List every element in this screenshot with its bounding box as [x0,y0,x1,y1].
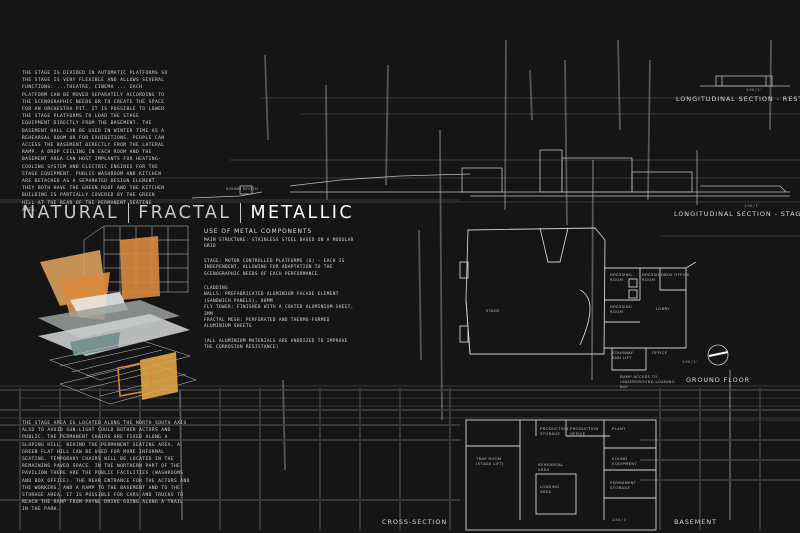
longitudinal-section-stage-title: LONGITUDINAL SECTION - STAGE [674,210,800,218]
room-label-lobby: LOBBY [656,306,670,311]
north-arrow-icon [707,344,729,366]
longitudinal-section-restrooms-title: LONGITUDINAL SECTION - RESTROOMS [676,95,800,103]
ramp-access-label: RAMP ACCESS TO UNDERGROUND LOADING BAY [620,374,675,389]
spec-stage: STAGE: MOTOR CONTROLLED PLATFORMS (6) - … [204,258,345,277]
room-label-dressing-room: DRESSING ROOM [610,272,633,282]
brush-verticals [179,39,772,521]
section-stage-drawing [289,149,790,197]
scale-label: 1:50 / 1' [612,518,627,522]
spec-cladding-heading: CLADDING [204,286,228,292]
room-label-plant: PLANT [612,426,626,431]
title-separator [128,203,130,223]
room-label-permanent-storage: PERMANENT STORAGE [610,480,637,490]
spec-walls: WALLS: PREFABRICATED ALUMINIUM FACADE EL… [204,292,339,304]
title-separator [240,203,242,223]
intro-description: THE STAGE IS DIVIDED IN AUTOMATIC PLATFO… [22,71,171,213]
title-part-natural: NATURAL [22,203,120,223]
axonometric-model [38,225,197,405]
cross-section-title: CROSS-SECTION [382,518,448,526]
room-label-production-storage: PRODUCTION STORAGE [540,426,569,436]
room-label-dressing-room: DRESSING ROOM [642,272,665,282]
room-label-stairway: STAIRWAY AND LIFT [612,350,634,360]
room-label-office: OFFICE [652,350,668,355]
room-label-box-office: BOX OFFICE [664,272,690,277]
basement-plan [465,419,657,531]
room-label-rehearsal: REHEARSAL AREA [538,462,564,472]
scale-label: 1:50 / 1' [744,204,759,208]
board-title: NATURAL FRACTAL METALLIC [22,202,354,224]
scale-label: 1:50 / 1' [746,88,761,92]
spec-note: (ALL ALUMINIUM MATERIALS ARE ANODIZED TO… [204,338,348,351]
scale-label: 1:50 / 1' [682,360,697,364]
materials-subtitle: USE OF METAL COMPONENTS [204,229,313,235]
site-description: THE STAGE AREA IS LOCATED ALONG THE NORT… [22,421,193,513]
spec-fly-tower: FLY TOWER: FINISHED WITH A COATED ALUMIN… [204,305,354,317]
spec-main-structure: MAIN STRUCTURE: STAINLESS STEEL BASED ON… [204,238,354,250]
sound-booth-sketch [191,185,263,199]
room-label-production-office: PRODUCTION OFFICE [570,426,599,436]
title-part-fractal: FRACTAL [138,203,232,223]
room-label-sound-equipment: SOUND EQUIPMENT [612,456,638,466]
ground-floor-plan [459,227,697,371]
room-label-trap-room: TRAP ROOM (STAGE LIFT) [476,456,504,466]
room-label-dressing-room: DRESSING ROOM [610,304,633,314]
basement-title: BASEMENT [674,518,717,526]
sketch-lines [0,97,800,421]
materials-specs: MAIN STRUCTURE: STAINLESS STEEL BASED ON… [204,238,354,352]
sound-booth-label: SOUND BOOTH [226,186,259,191]
room-label-loading-area: LOADING AREA [540,484,560,494]
ground-floor-title: GROUND FLOOR [686,376,751,384]
grid-band [0,388,800,530]
title-part-metallic: METALLIC [250,203,354,223]
room-label-stage: STAGE [486,308,500,313]
section-restrooms-drawing [700,75,790,87]
spec-fractal-mesh: FRACTAL MESH: PERFORATED AND THERMO-FORM… [204,318,330,330]
